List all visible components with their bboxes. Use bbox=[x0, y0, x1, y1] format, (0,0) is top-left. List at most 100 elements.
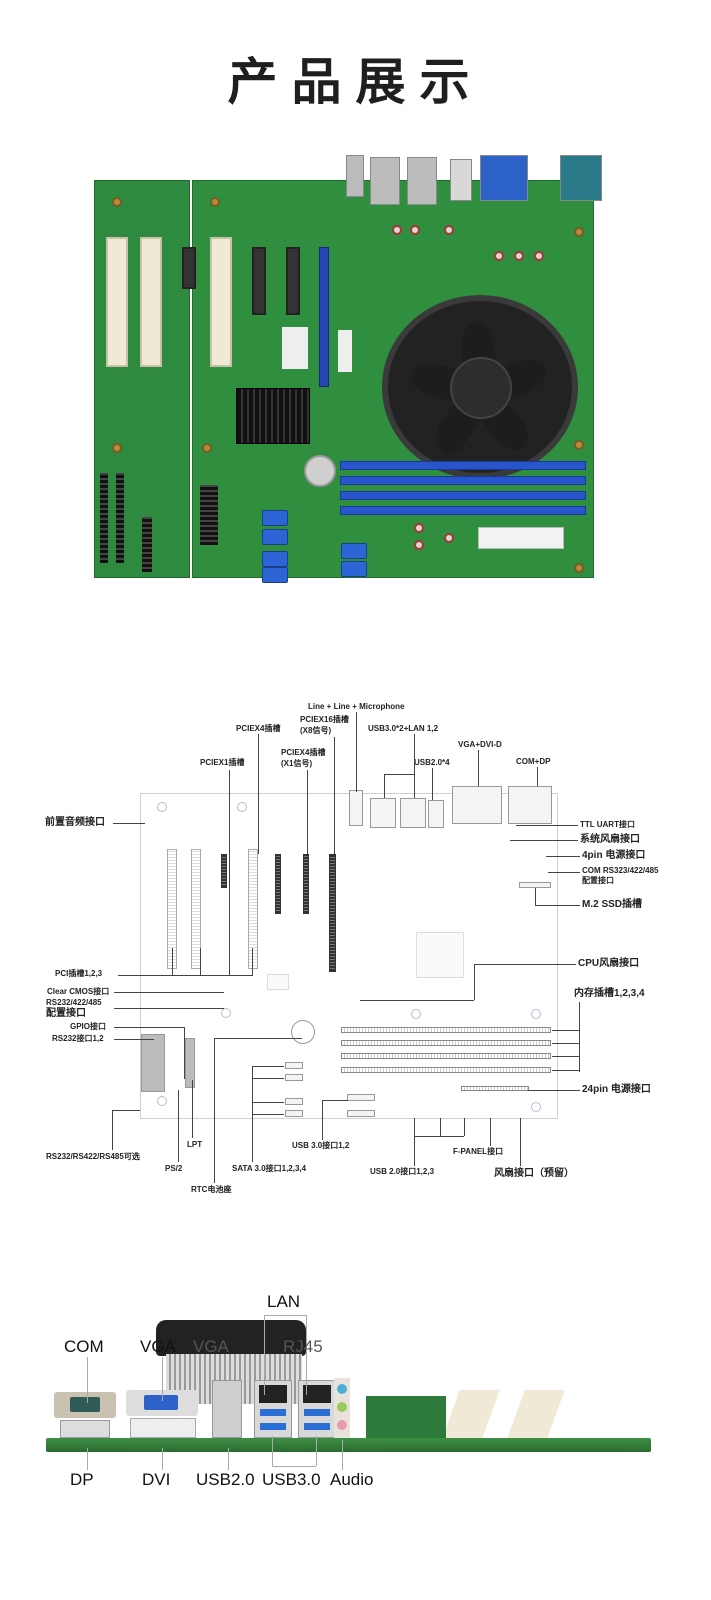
label-line-mic: Line + Line + Microphone bbox=[308, 702, 405, 711]
leader-line bbox=[322, 1100, 323, 1140]
chip-outline bbox=[267, 974, 289, 990]
pciex1-slot-outline bbox=[221, 854, 227, 888]
callout-line bbox=[264, 1315, 265, 1395]
leader-line bbox=[537, 767, 538, 786]
rj45-outline bbox=[400, 798, 426, 828]
lan-usb3-stack-2 bbox=[298, 1380, 336, 1438]
leader-line bbox=[490, 1118, 491, 1146]
usb3-header bbox=[341, 561, 367, 577]
leader-line bbox=[114, 992, 224, 993]
leader-line bbox=[112, 1110, 140, 1111]
leader-line bbox=[552, 1056, 579, 1057]
rj45-port-1 bbox=[370, 157, 400, 205]
callout-line bbox=[87, 1448, 88, 1470]
leader-line bbox=[118, 975, 253, 976]
label-clear-cmos: Clear CMOS接口 bbox=[47, 987, 110, 996]
dimm-slot-4 bbox=[340, 506, 586, 515]
leader-line bbox=[113, 823, 145, 824]
pci-slot-side bbox=[442, 1390, 500, 1438]
capacitor bbox=[494, 251, 504, 261]
dimm-outline bbox=[341, 1040, 551, 1046]
label-rs-config-1: RS232/422/485 bbox=[46, 998, 102, 1007]
leader-line bbox=[112, 1110, 113, 1150]
mount-hole-outline bbox=[157, 1096, 167, 1106]
pciex4-slot-1 bbox=[252, 247, 266, 315]
pciex4-slot-outline bbox=[303, 854, 309, 914]
caption-usb3: USB3.0 bbox=[262, 1470, 321, 1489]
leader-line bbox=[360, 1000, 474, 1001]
dimm-outline bbox=[341, 1027, 551, 1033]
label-m2-ssd: M.2 SSD插槽 bbox=[582, 899, 643, 910]
pin-header bbox=[100, 473, 108, 563]
mount-hole bbox=[574, 440, 584, 450]
pciex4-slot-outline bbox=[275, 854, 281, 914]
pci-slot-2 bbox=[140, 237, 162, 367]
motherboard-photo bbox=[94, 155, 614, 583]
pciex16-slot bbox=[319, 247, 329, 387]
leader-line bbox=[229, 770, 230, 975]
mount-hole-outline bbox=[221, 1008, 231, 1018]
sata-port bbox=[262, 529, 288, 545]
mount-hole-outline bbox=[531, 1102, 541, 1112]
callout-line bbox=[272, 1436, 273, 1466]
usb-stack bbox=[450, 159, 472, 201]
callout-line bbox=[87, 1357, 88, 1403]
caption-usb2: USB2.0 bbox=[196, 1470, 255, 1489]
leader-line bbox=[307, 770, 308, 854]
leader-line bbox=[258, 734, 259, 854]
leader-line bbox=[214, 1038, 302, 1039]
leader-line bbox=[520, 1118, 521, 1166]
pci-slot-side bbox=[507, 1390, 565, 1438]
leader-line bbox=[579, 1002, 580, 1072]
leader-line bbox=[192, 1080, 193, 1138]
leader-line bbox=[214, 1038, 215, 1183]
pci-slot-1 bbox=[106, 237, 128, 367]
label-pci-slots: PCI插槽1,2,3 bbox=[55, 969, 103, 978]
page-title: 产品展示 bbox=[227, 53, 484, 111]
capacitor bbox=[410, 225, 420, 235]
label-com-config-1: COM RS323/422/485 bbox=[582, 866, 659, 875]
vga-dvi-outline bbox=[452, 786, 502, 824]
usb3-outline bbox=[347, 1094, 375, 1101]
callout-line bbox=[316, 1436, 317, 1466]
caption-audio: Audio bbox=[330, 1470, 374, 1489]
dp-connector bbox=[60, 1420, 110, 1438]
vga-connector bbox=[126, 1390, 198, 1416]
dimm-slot-2 bbox=[340, 476, 586, 485]
sata-outline bbox=[285, 1062, 303, 1069]
leader-line bbox=[114, 1027, 184, 1028]
leader-line bbox=[252, 1114, 284, 1115]
label-rs-optional: RS232/RS422/RS485可选 bbox=[46, 1152, 140, 1161]
label-rs-config-2: 配置接口 bbox=[46, 1008, 86, 1019]
pci-slot-outline bbox=[191, 849, 201, 969]
capacitor bbox=[444, 533, 454, 543]
capacitor bbox=[414, 540, 424, 550]
mount-hole bbox=[112, 443, 122, 453]
capacitor bbox=[392, 225, 402, 235]
leader-line bbox=[548, 872, 580, 873]
caption-com: COM bbox=[64, 1337, 104, 1356]
leader-line bbox=[114, 1008, 224, 1009]
com-connector bbox=[54, 1392, 116, 1418]
leader-line bbox=[552, 1070, 579, 1071]
label-power-4pin: 4pin 电源接口 bbox=[582, 850, 646, 861]
sata-outline bbox=[285, 1074, 303, 1081]
pin-header bbox=[200, 485, 218, 545]
leader-line bbox=[252, 948, 253, 975]
fan-hub bbox=[450, 357, 512, 419]
leader-line bbox=[384, 774, 414, 775]
audio-jack-outline bbox=[349, 790, 363, 826]
label-pciex16-sub: (X8信号) bbox=[300, 726, 332, 735]
callout-line bbox=[342, 1440, 343, 1470]
sata-port bbox=[262, 510, 288, 526]
leader-line bbox=[252, 1066, 284, 1067]
cpu-socket-outline bbox=[416, 932, 464, 978]
sata-outline bbox=[285, 1110, 303, 1117]
cooler-fan bbox=[156, 1320, 306, 1356]
board-edge bbox=[46, 1438, 651, 1452]
callout-line bbox=[272, 1466, 316, 1467]
io-side-photo bbox=[46, 1320, 651, 1458]
leader-line bbox=[474, 964, 576, 965]
label-ttl-uart: TTL UART接口 bbox=[580, 820, 635, 829]
label-usb2x4: USB2.0*4 bbox=[414, 758, 450, 767]
